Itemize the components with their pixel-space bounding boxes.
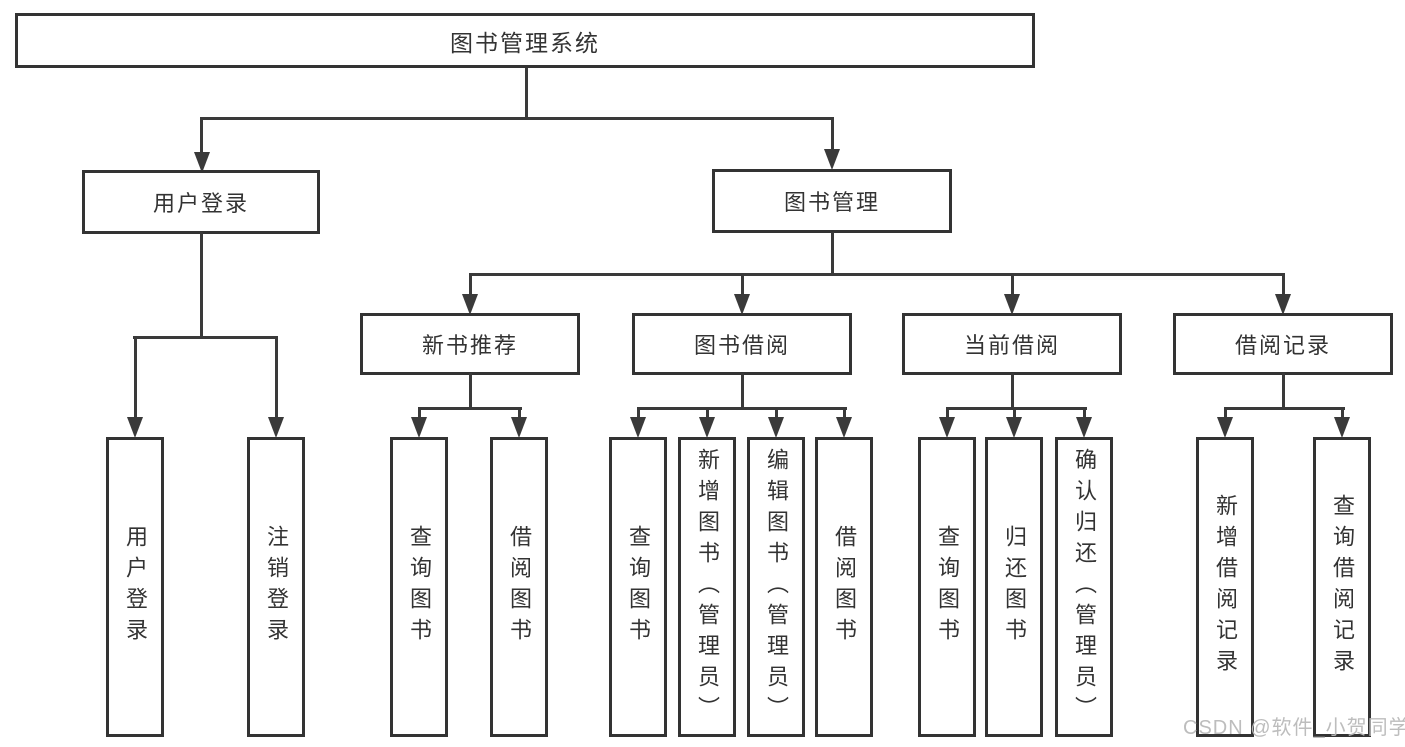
arrowhead-book-borrow	[734, 294, 750, 315]
arrowhead-leaf-logout	[268, 417, 284, 438]
arrowhead-cb-query	[939, 417, 955, 438]
node-book-mgmt-label: 图书管理	[783, 190, 880, 215]
arrowhead-br-add	[1217, 417, 1233, 438]
leaf-current-return-books: 归还图书	[985, 437, 1043, 737]
connector-drop-leaf-login	[134, 336, 137, 418]
connector-user-login-trunk	[200, 232, 203, 339]
node-root: 图书管理系统	[15, 13, 1035, 68]
leaf-borrow-add-books-admin: 新增图书（管理员）	[678, 437, 736, 737]
connector-drop-bb-edit	[775, 407, 778, 419]
connector-drop-nb-borrow	[518, 407, 521, 419]
leaf-current-return-books-label: 归还图书	[1002, 525, 1027, 649]
leaf-borrow-edit-books-admin-label: 编辑图书（管理员）	[764, 447, 789, 727]
connector-drop-nb-query	[418, 407, 421, 419]
connector-book-mgmt-trunk	[831, 232, 834, 276]
connector-new-book-split	[418, 407, 522, 410]
node-user-login: 用户登录	[82, 170, 320, 234]
connector-level2-split	[469, 273, 1285, 276]
leaf-record-add-record: 新增借阅记录	[1196, 437, 1254, 737]
leaf-borrow-borrow-books-label: 借阅图书	[832, 525, 857, 649]
leaf-newbook-borrow-books-label: 借阅图书	[507, 525, 532, 649]
leaf-logout: 注销登录	[247, 437, 305, 737]
leaf-newbook-query-books: 查询图书	[390, 437, 448, 737]
connector-drop-bb-borrow	[843, 407, 846, 419]
arrowhead-br-query	[1334, 417, 1350, 438]
arrowhead-current-borrow	[1004, 294, 1020, 315]
node-borrow-record: 借阅记录	[1173, 313, 1393, 375]
leaf-user-login-label: 用户登录	[123, 525, 148, 649]
arrowhead-nb-borrow	[511, 417, 527, 438]
connector-drop-cb-return	[1013, 407, 1016, 419]
arrowhead-book-mgmt	[824, 149, 840, 170]
connector-drop-new-book	[469, 273, 472, 298]
arrowhead-bb-borrow	[836, 417, 852, 438]
connector-book-borrow-split	[637, 407, 847, 410]
leaf-current-confirm-return-admin-label: 确认归还（管理员）	[1072, 447, 1097, 727]
csdn-watermark: CSDN @软件_小贺同学	[1183, 717, 1405, 739]
node-book-mgmt: 图书管理	[712, 169, 952, 233]
node-borrow-record-label: 借阅记录	[1234, 333, 1331, 358]
leaf-record-query-record: 查询借阅记录	[1313, 437, 1371, 737]
leaf-current-confirm-return-admin: 确认归还（管理员）	[1055, 437, 1113, 737]
arrowhead-bb-query	[630, 417, 646, 438]
connector-drop-br-query	[1341, 407, 1344, 419]
connector-drop-leaf-logout	[275, 336, 278, 418]
connector-borrow-record-trunk	[1282, 373, 1285, 410]
arrowhead-bb-edit	[768, 417, 784, 438]
connector-current-borrow-split	[946, 407, 1087, 410]
node-user-login-label: 用户登录	[152, 191, 249, 216]
leaf-logout-label: 注销登录	[264, 525, 289, 649]
node-book-borrow: 图书借阅	[632, 313, 852, 375]
connector-drop-current-borrow	[1011, 273, 1014, 298]
arrowhead-cb-return	[1006, 417, 1022, 438]
connector-drop-book-mgmt	[831, 117, 834, 155]
leaf-borrow-query-books: 查询图书	[609, 437, 667, 737]
leaf-user-login: 用户登录	[106, 437, 164, 737]
arrowhead-nb-query	[411, 417, 427, 438]
leaf-record-add-record-label: 新增借阅记录	[1213, 494, 1238, 680]
connector-drop-bb-add	[706, 407, 709, 419]
leaf-current-query-books: 查询图书	[918, 437, 976, 737]
connector-drop-book-borrow	[741, 273, 744, 298]
connector-level1-split	[200, 117, 834, 120]
leaf-newbook-query-books-label: 查询图书	[407, 525, 432, 649]
node-root-label: 图书管理系统	[450, 29, 600, 56]
connector-drop-br-add	[1224, 407, 1227, 419]
leaf-newbook-borrow-books: 借阅图书	[490, 437, 548, 737]
arrowhead-new-book	[462, 294, 478, 315]
connector-borrow-record-split	[1224, 407, 1345, 410]
arrowhead-cb-confirm	[1076, 417, 1092, 438]
connector-drop-cb-confirm	[1083, 407, 1086, 419]
connector-root-trunk	[525, 68, 528, 120]
connector-drop-cb-query	[946, 407, 949, 419]
arrowhead-borrow-record	[1275, 294, 1291, 315]
leaf-current-query-books-label: 查询图书	[935, 525, 960, 649]
connector-current-borrow-trunk	[1011, 373, 1014, 410]
connector-drop-borrow-record	[1282, 273, 1285, 298]
leaf-borrow-add-books-admin-label: 新增图书（管理员）	[695, 447, 720, 727]
node-current-borrow: 当前借阅	[902, 313, 1122, 375]
arrowhead-leaf-login	[127, 417, 143, 438]
leaf-borrow-query-books-label: 查询图书	[626, 525, 651, 649]
node-current-borrow-label: 当前借阅	[963, 333, 1060, 358]
arrowhead-bb-add	[699, 417, 715, 438]
node-new-book-recommend-label: 新书推荐	[421, 333, 518, 358]
connector-user-login-split	[133, 336, 278, 339]
node-new-book-recommend: 新书推荐	[360, 313, 580, 375]
leaf-borrow-edit-books-admin: 编辑图书（管理员）	[747, 437, 805, 737]
leaf-record-query-record-label: 查询借阅记录	[1330, 494, 1355, 680]
connector-drop-bb-query	[637, 407, 640, 419]
arrowhead-user-login	[194, 152, 210, 173]
connector-new-book-trunk	[469, 373, 472, 410]
leaf-borrow-borrow-books: 借阅图书	[815, 437, 873, 737]
node-book-borrow-label: 图书借阅	[693, 333, 790, 358]
connector-drop-user-login	[200, 117, 203, 157]
connector-book-borrow-trunk	[741, 373, 744, 410]
